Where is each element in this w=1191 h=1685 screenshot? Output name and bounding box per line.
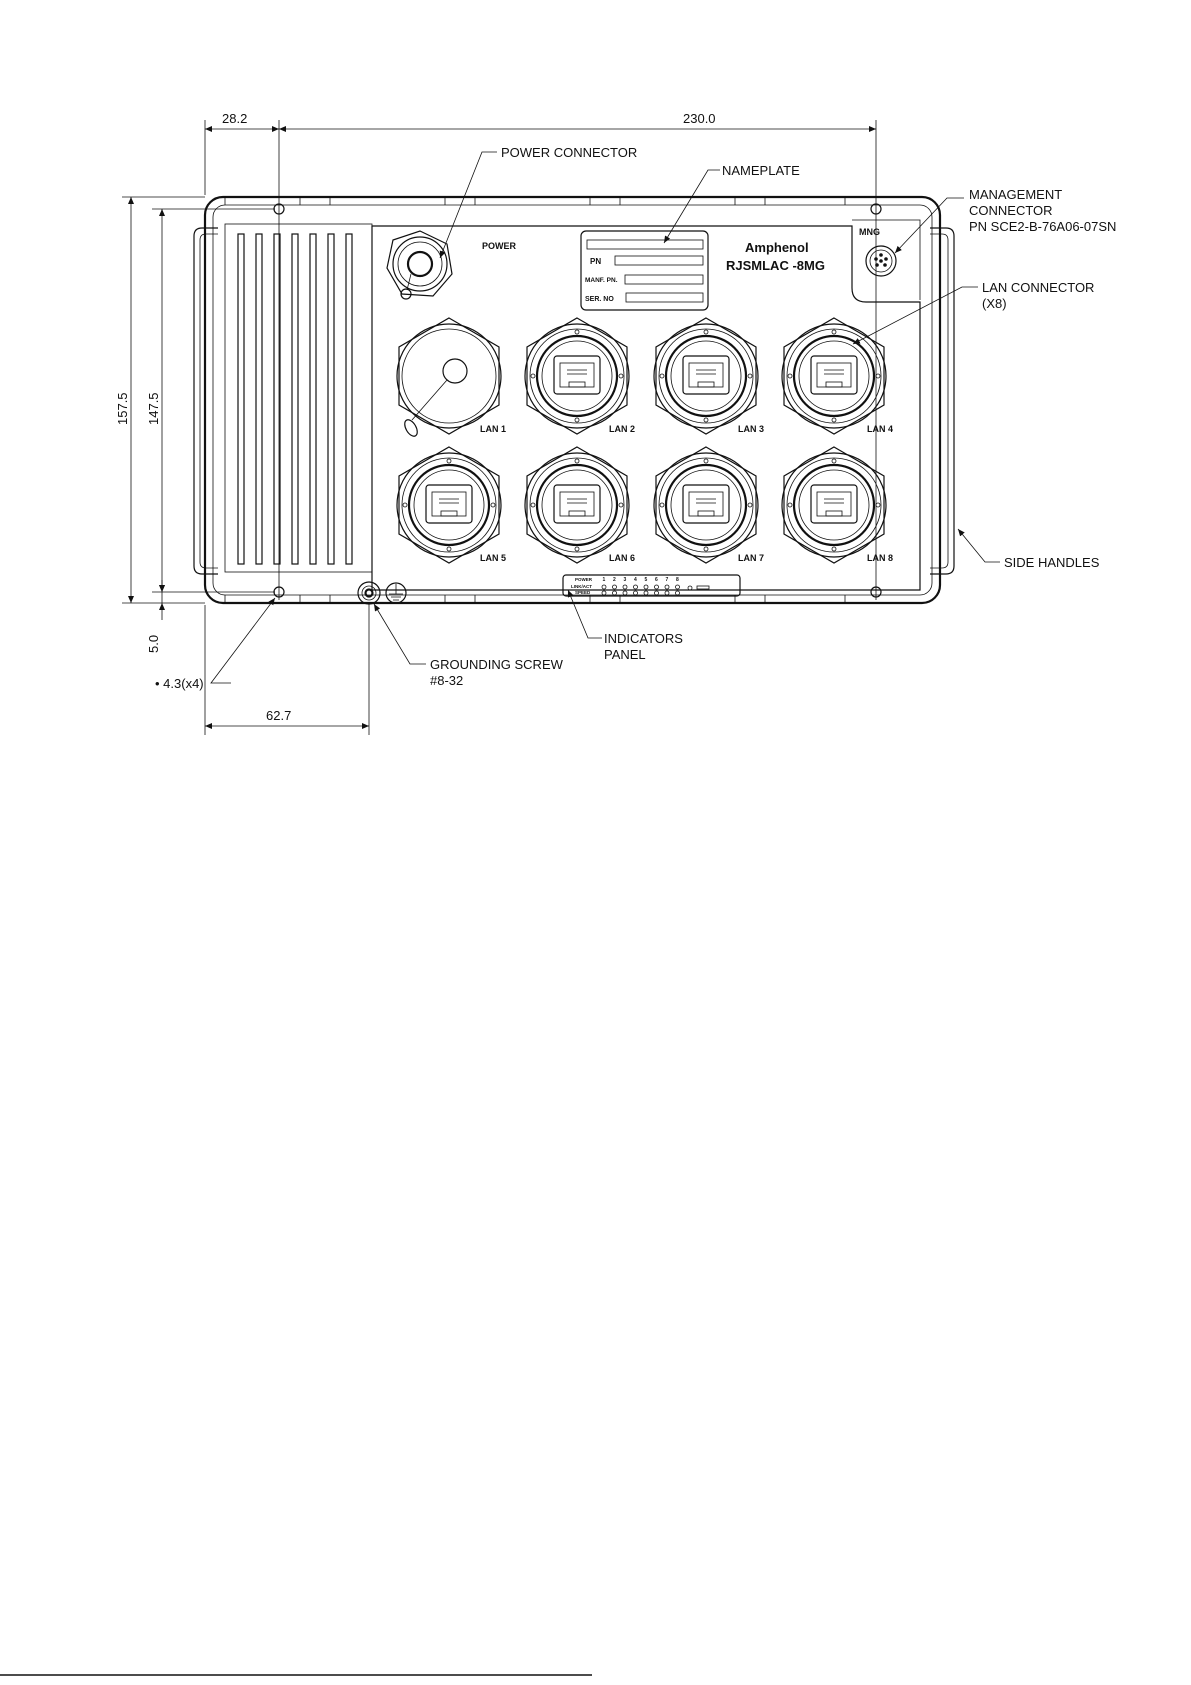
lan-port [652,316,760,436]
indicator-led [601,584,607,590]
lan-port [652,445,760,565]
port-label: LAN 2 [609,424,635,434]
callout-power-connector: POWER CONNECTOR [501,145,637,160]
port-label: LAN 1 [480,424,506,434]
power-connector: POWER [386,230,517,300]
indicator-number: 5 [645,577,648,583]
lan-port [780,445,888,565]
nameplate-field-manf: MANF. PN. [585,277,618,284]
dimensions: 28.2 230.0 157.5 147.5 5.0 • 4.3(x4) 62.… [115,111,877,735]
callout-indicators-1: INDICATORS [604,631,683,646]
indicator-led [643,584,649,590]
indicator-row-label: POWER [575,577,593,582]
callout-lan-connector-1: LAN CONNECTOR [982,280,1094,295]
lan-port [523,445,631,565]
indicator-number: 1 [603,577,606,583]
dim-ground-offset: 62.7 [266,708,291,723]
lan-port [523,316,631,436]
grounding-screw [357,581,407,605]
management-connector: MNG [859,227,897,277]
callout-indicators-2: PANEL [604,647,646,662]
heat-sink [224,223,373,573]
dim-bottom-offset: 5.0 [146,635,161,653]
indicator-led [612,584,617,590]
dim-overall-height: 157.5 [115,392,130,425]
callout-nameplate: NAMEPLATE [722,163,800,178]
indicator-led [633,590,638,596]
callout-side-handles: SIDE HANDLES [1004,555,1100,570]
port-label: LAN 6 [609,553,635,563]
indicator-led [664,590,670,596]
indicator-led [601,590,607,596]
indicator-led [622,584,628,590]
lan-port-labels: LAN 1 LAN 2 LAN 3 LAN 4 LAN 5 LAN 6 LAN … [480,424,893,563]
port-label: LAN 4 [867,424,893,434]
nameplate: PN MANF. PN. SER. NO [580,230,709,311]
dim-hole-height: 147.5 [146,392,161,425]
callout-grounding-2: #8-32 [430,673,463,688]
model-name: RJSMLAC -8MG [726,258,825,273]
callouts: POWER CONNECTOR NAMEPLATE MANAGEMENT CON… [373,145,1116,688]
indicator-row-label: LINK/ACT [571,584,592,589]
enclosure [193,195,955,605]
nameplate-field-serial: SER. NO [585,296,614,303]
indicator-number: 8 [676,577,679,583]
indicators-panel: POWER LINK/ACT SPEED 1 2 3 4 5 6 7 8 [562,574,741,597]
indicator-led [633,584,638,590]
indicator-led [654,584,659,590]
lan-port-cap [396,317,502,437]
lan-port [395,445,503,565]
indicator-led [654,590,659,596]
nameplate-field-pn: PN [590,257,601,266]
lan-port [780,316,888,436]
port-label: LAN 8 [867,553,893,563]
indicator-row-label: SPEED [575,590,591,595]
indicator-led [643,590,649,596]
dim-hole-span: 230.0 [683,111,716,126]
callout-management-2: CONNECTOR [969,203,1053,218]
indicator-led [612,590,617,596]
indicator-number: 4 [634,577,637,583]
lan-ports [395,316,888,565]
indicator-led [675,590,680,596]
callout-grounding-1: GROUNDING SCREW [430,657,564,672]
indicator-number: 2 [613,577,616,583]
port-label: LAN 3 [738,424,764,434]
indicator-number: 6 [655,577,658,583]
dim-left-offset: 28.2 [222,111,247,126]
indicator-led [622,590,628,596]
power-label: POWER [482,241,517,251]
callout-lan-connector-2: (X8) [982,296,1007,311]
port-label: LAN 7 [738,553,764,563]
indicator-led [675,584,680,590]
port-label: LAN 5 [480,553,506,563]
indicator-number: 7 [666,577,669,583]
callout-management-3: PN SCE2-B-76A06-07SN [969,219,1116,234]
mng-label: MNG [859,227,880,237]
indicator-number: 3 [624,577,627,583]
brand-name: Amphenol [745,240,809,255]
callout-management-1: MANAGEMENT [969,187,1062,202]
indicator-led [664,584,670,590]
dim-hole-diameter: • 4.3(x4) [155,676,204,691]
